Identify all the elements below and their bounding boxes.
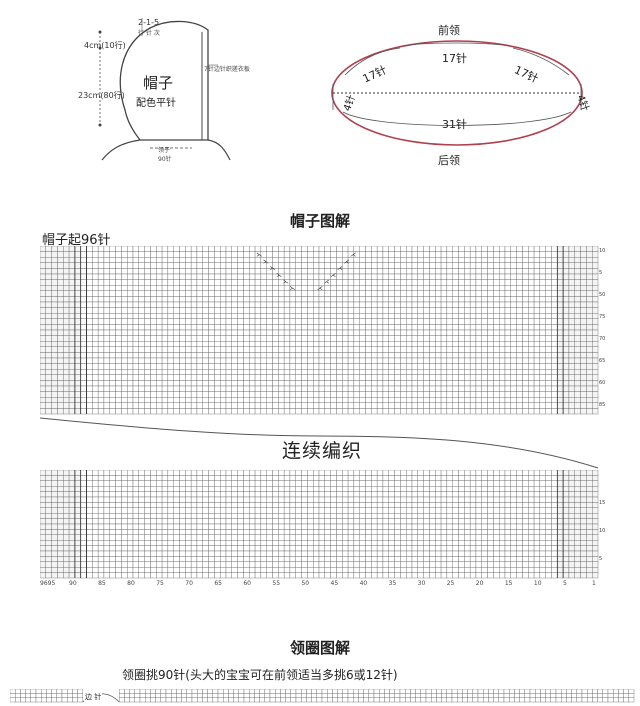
svg-text:⋌: ⋌ bbox=[350, 252, 356, 259]
row-number-label: 5 bbox=[599, 556, 603, 562]
neck-back-label: 后领 bbox=[438, 154, 460, 167]
x-axis-tick-label: 25 bbox=[446, 580, 455, 587]
hood-height-23cm: 23cm(80行) bbox=[78, 91, 125, 100]
hood-dims-top: 2-1-5 bbox=[138, 18, 160, 27]
x-axis-tick-label: 1 bbox=[592, 580, 596, 587]
x-axis-tick-label: 75 bbox=[156, 580, 164, 587]
hood-shoulder-line bbox=[101, 139, 231, 161]
row-number-label: 5 bbox=[599, 270, 603, 276]
x-axis-tick-label: 85 bbox=[98, 580, 106, 587]
neck-front-label: 前领 bbox=[438, 24, 460, 37]
row-number-label: 50 bbox=[599, 292, 606, 298]
hood-chart-lower-right-labels: 15 10 5 bbox=[598, 470, 612, 580]
x-axis-tick-label: 70 bbox=[185, 580, 193, 587]
x-axis-tick-label: 30 bbox=[417, 580, 426, 587]
continue-arc bbox=[40, 417, 599, 469]
svg-text:⋋: ⋋ bbox=[276, 272, 282, 279]
hood-edge-note: 7针边针织搓衣板 bbox=[204, 66, 250, 73]
collar-edge-label: 边 针 bbox=[84, 692, 103, 702]
row-number-label: 65 bbox=[599, 358, 606, 364]
row-number-label: 10 bbox=[599, 248, 606, 254]
hood-dims-top-units: 行 针 次 bbox=[138, 30, 160, 37]
collar-chart-subtitle: 领圈挑90针(头大的宝宝可在前领适当多挑6或12针) bbox=[122, 668, 398, 682]
svg-text:⋌: ⋌ bbox=[330, 272, 336, 279]
hood-chart-x-axis: 9695 90 85 80 75 70 65 60 55 50 45 40 35 30 25 20 15 10 5 1 bbox=[40, 580, 600, 590]
svg-text:⋌: ⋌ bbox=[317, 285, 323, 292]
svg-text:⋋: ⋋ bbox=[263, 258, 269, 265]
x-axis-tick-label: 40 bbox=[359, 580, 368, 587]
row-number-label: 75 bbox=[599, 314, 606, 320]
neck-ellipse bbox=[331, 40, 583, 146]
x-axis-tick-label: 55 bbox=[272, 580, 281, 587]
row-number-label: 85 bbox=[599, 402, 606, 408]
row-number-label: 70 bbox=[599, 336, 606, 342]
svg-text:⋌: ⋌ bbox=[337, 265, 343, 272]
neck-schematic bbox=[331, 40, 583, 146]
hood-chart-continue-label: 连续编织 bbox=[282, 440, 363, 462]
svg-text:⋋: ⋋ bbox=[290, 285, 296, 292]
x-axis-tick-label: 10 bbox=[533, 580, 542, 587]
x-axis-tick-label: 9695 bbox=[40, 580, 56, 587]
x-axis-tick-label: 80 bbox=[127, 580, 135, 587]
hood-collar-label: 领子 bbox=[158, 147, 171, 154]
svg-text:⋌: ⋌ bbox=[324, 278, 330, 285]
x-axis-tick-label: 60 bbox=[243, 580, 251, 587]
x-axis-tick-label: 50 bbox=[301, 580, 310, 587]
row-number-label: 10 bbox=[599, 528, 606, 534]
x-axis-tick-label: 65 bbox=[214, 580, 222, 587]
hood-title: 帽子 bbox=[143, 74, 174, 92]
collar-chart-grid bbox=[10, 689, 635, 703]
hood-chart-title: 帽子图解 bbox=[289, 212, 350, 230]
row-number-label: 15 bbox=[599, 500, 606, 506]
hood-chart-upper-grid: ⋋ ⋌ ⋋ ⋌ ⋋ ⋌ ⋋ ⋌ ⋋ ⋌ ⋋ ⋌ bbox=[40, 246, 599, 415]
hood-height-4cm: 4cm(10行) bbox=[84, 41, 126, 50]
x-axis-tick-label: 5 bbox=[562, 580, 567, 587]
hood-schematic bbox=[98, 18, 231, 161]
x-axis-tick-label: 35 bbox=[388, 580, 397, 587]
neck-front-stitches: 17针 bbox=[442, 52, 467, 65]
x-axis-tick-label: 45 bbox=[330, 580, 339, 587]
hood-chart-lower-grid bbox=[40, 470, 599, 579]
x-axis-tick-label: 15 bbox=[504, 580, 513, 587]
collar-chart-title: 领圈图解 bbox=[289, 639, 350, 657]
x-axis-tick-label: 20 bbox=[475, 580, 484, 587]
svg-text:⋋: ⋋ bbox=[256, 252, 262, 259]
hood-chart-right-labels: 10 5 50 75 70 65 60 85 bbox=[598, 246, 612, 416]
hood-shape bbox=[119, 20, 209, 141]
hood-collar-stitches: 90针 bbox=[158, 156, 172, 163]
svg-text:⋋: ⋋ bbox=[283, 278, 289, 285]
hood-chart-cast-on: 帽子起96针 bbox=[42, 233, 111, 248]
x-axis-tick-label: 90 bbox=[69, 580, 77, 587]
row-number-label: 60 bbox=[599, 380, 606, 386]
neck-back-stitches: 31针 bbox=[442, 118, 467, 131]
svg-text:⋋: ⋋ bbox=[270, 265, 276, 272]
svg-text:⋌: ⋌ bbox=[344, 258, 350, 265]
hood-subtitle: 配色平针 bbox=[136, 98, 176, 109]
